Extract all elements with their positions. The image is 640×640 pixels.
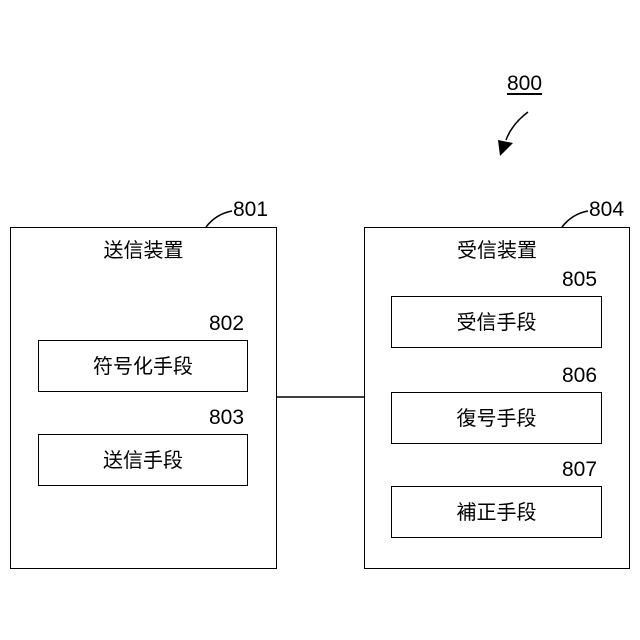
sender-device-box xyxy=(10,227,277,569)
figure-ref-arrow xyxy=(506,112,528,140)
encoding-unit-ref: 802 xyxy=(209,313,244,334)
leader-804 xyxy=(562,211,588,227)
transmit-unit-label: 送信手段 xyxy=(38,450,248,470)
transmit-unit-ref: 803 xyxy=(209,407,244,428)
receive-unit-ref: 805 xyxy=(562,269,597,290)
receiver-device-title: 受信装置 xyxy=(364,240,630,260)
correction-unit-label: 補正手段 xyxy=(391,502,602,522)
leader-801 xyxy=(206,211,232,227)
figure-ref-label: 800 xyxy=(507,73,542,94)
figure-ref-arrowhead xyxy=(498,140,513,156)
receiver-device-ref: 804 xyxy=(589,199,624,220)
decode-unit-ref: 806 xyxy=(562,365,597,386)
sender-device-ref: 801 xyxy=(233,199,268,220)
decode-unit-label: 復号手段 xyxy=(391,408,602,428)
sender-device-title: 送信装置 xyxy=(10,240,277,260)
correction-unit-ref: 807 xyxy=(562,459,597,480)
receive-unit-label: 受信手段 xyxy=(391,312,602,332)
encoding-unit-label: 符号化手段 xyxy=(38,356,248,376)
